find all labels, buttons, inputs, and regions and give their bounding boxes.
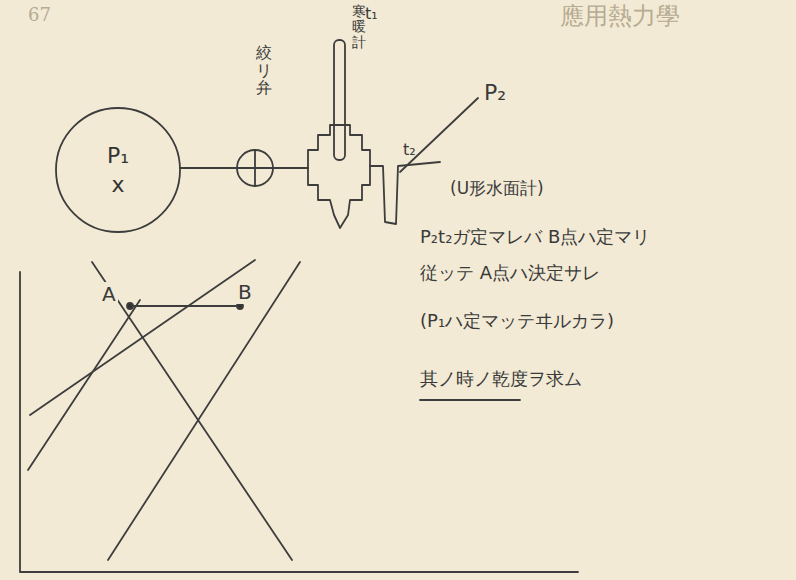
curve-line bbox=[28, 300, 140, 470]
sketch-label: t₂ bbox=[403, 140, 416, 159]
sketch-label: 寒暖計 bbox=[352, 4, 366, 50]
valve-symbol bbox=[237, 150, 273, 186]
point-dot bbox=[127, 303, 133, 309]
sketch-label: 其ノ時ノ乾度ヲ求ム bbox=[420, 368, 582, 390]
sketch-label: 従ッテ A点ハ決定サレ bbox=[420, 262, 600, 284]
sketch-label: P₂t₂ガ定マレバ B点ハ定マリ bbox=[420, 226, 650, 248]
valve-cross bbox=[237, 150, 273, 186]
sketch-label: t₁ bbox=[365, 4, 378, 23]
vessel-outline bbox=[56, 108, 180, 232]
curve-line bbox=[108, 262, 300, 560]
u-tube-gauge bbox=[370, 162, 440, 224]
sketch-label: 應用熱力學 bbox=[560, 2, 680, 31]
leader-line bbox=[400, 98, 478, 172]
vessel-circle: P₁ x bbox=[56, 108, 180, 232]
sketch-label: 67 bbox=[28, 4, 51, 26]
node-text: x bbox=[111, 172, 124, 197]
sketch-label: B bbox=[236, 280, 254, 304]
underline bbox=[420, 399, 520, 401]
ab-line bbox=[130, 305, 240, 307]
curve-line bbox=[30, 260, 255, 415]
sketch-label: (U形水面計) bbox=[450, 178, 544, 198]
sketch-label: P₂ bbox=[484, 80, 506, 106]
sketch-label: 絞リ弁 bbox=[256, 44, 272, 97]
sketch-label: (P₁ハ定マッテヰルカラ) bbox=[420, 310, 614, 332]
node-text: P₁ bbox=[107, 143, 129, 168]
sketch-label: A bbox=[100, 282, 118, 306]
thermometer bbox=[334, 40, 345, 160]
curve-line bbox=[92, 262, 292, 560]
calorimeter-body bbox=[308, 125, 370, 228]
